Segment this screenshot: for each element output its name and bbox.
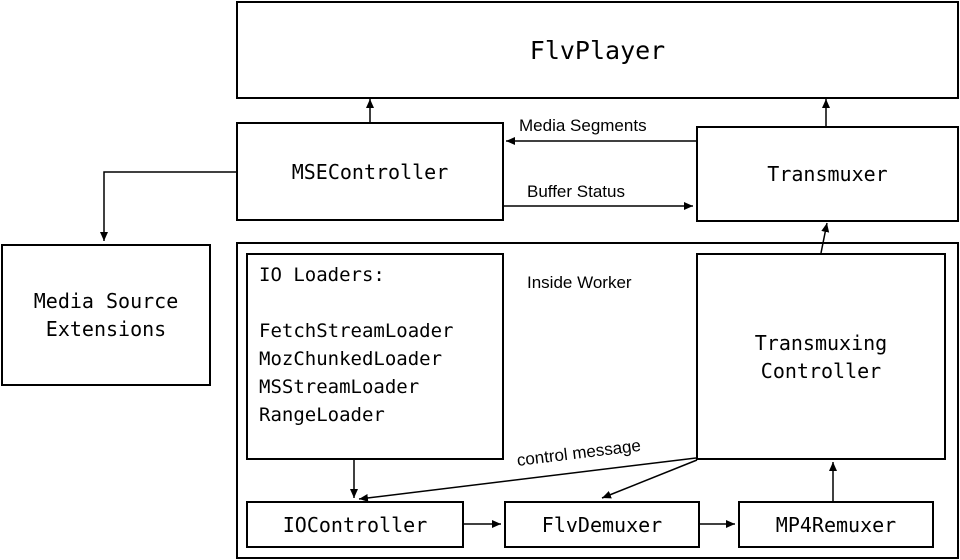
media-segments-label: Media Segments <box>519 116 647 135</box>
transmuxer-label: Transmuxer <box>767 162 888 186</box>
arrow-msecontroller-to-mse <box>100 171 236 241</box>
inside-worker-label: Inside Worker <box>527 273 632 292</box>
arrow-control-message <box>358 457 697 502</box>
flvplayer-box: FlvPlayer <box>236 1 959 99</box>
io-loaders-list: FetchStreamLoader MozChunkedLoader MSStr… <box>259 317 453 429</box>
arrow-transmuxing-controller-to-flvdemuxer <box>601 459 698 499</box>
io-loaders-title: IO Loaders: <box>259 264 385 286</box>
flvplayer-label: FlvPlayer <box>529 35 666 65</box>
arrow-transmuxing-controller-to-transmuxer <box>820 222 830 254</box>
buffer-status-label: Buffer Status <box>527 182 625 201</box>
msecontroller-box: MSEController <box>236 122 504 221</box>
loader-range: RangeLoader <box>259 404 385 426</box>
loader-moz-chunked: MozChunkedLoader <box>259 348 443 370</box>
io-loaders-box: IO Loaders: FetchStreamLoader MozChunked… <box>246 253 504 460</box>
mp4remuxer-label: MP4Remuxer <box>775 512 897 537</box>
loader-ms-stream: MSStreamLoader <box>259 376 420 398</box>
flvdemuxer-label: FlvDemuxer <box>541 512 663 537</box>
iocontroller-box: IOController <box>246 501 464 548</box>
mp4remuxer-box: MP4Remuxer <box>738 501 934 548</box>
iocontroller-label: IOController <box>282 512 428 537</box>
loader-fetch-stream: FetchStreamLoader <box>259 320 454 342</box>
transmuxing-controller-box: Transmuxing Controller <box>696 253 946 460</box>
media-source-extensions-label: Media Source Extensions <box>33 289 179 341</box>
transmuxing-controller-label: Transmuxing Controller <box>754 330 888 383</box>
transmuxer-box: Transmuxer <box>696 126 959 222</box>
media-source-extensions-box: Media Source Extensions <box>1 244 211 386</box>
msecontroller-label: MSEController <box>291 159 449 184</box>
worker-container <box>236 242 959 559</box>
flvdemuxer-box: FlvDemuxer <box>504 501 700 548</box>
